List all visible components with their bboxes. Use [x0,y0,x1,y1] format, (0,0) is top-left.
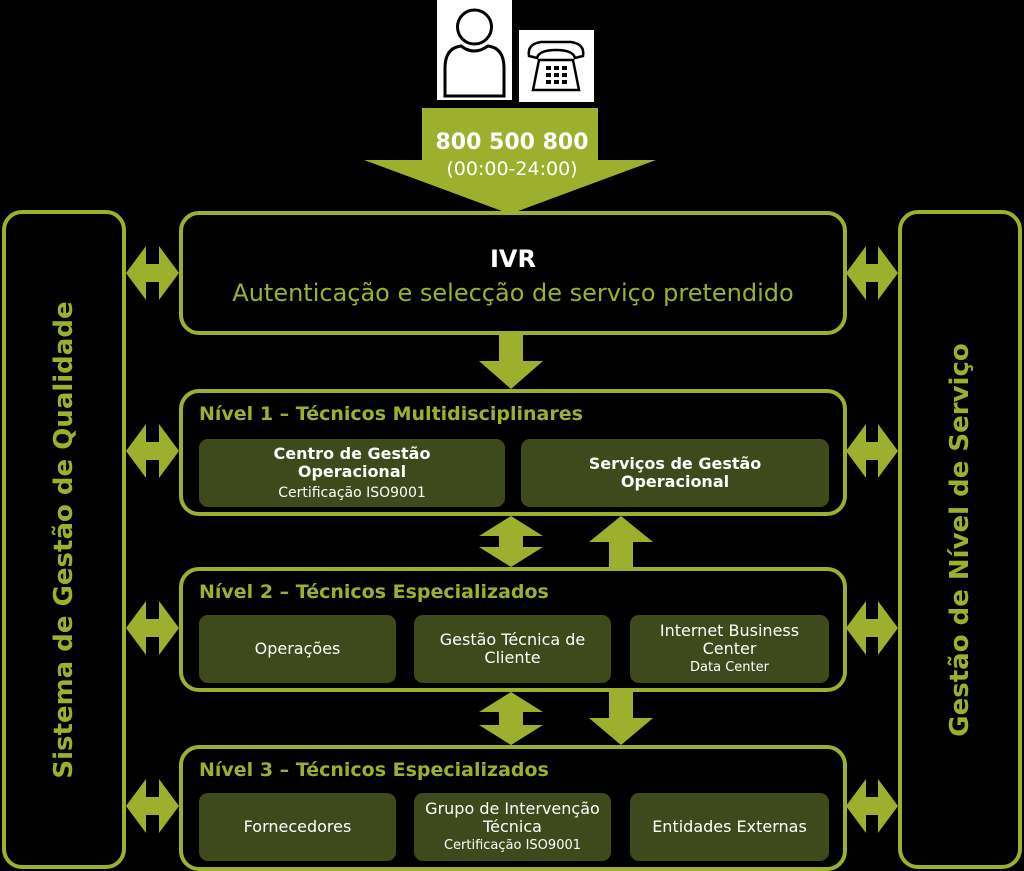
card-gestao-tecnica-cliente: Gestão Técnica de Cliente [414,615,611,683]
card-line: Gestão Técnica de [439,629,586,649]
arrow-double-left-level1 [126,424,179,478]
card-grupo-intervencao-tecnica: Grupo de Intervenção Técnica Certificaçã… [414,793,611,861]
arrow-double-left-level3 [126,779,179,833]
arrow-double-right-level3 [846,779,898,833]
card-line: Internet Business [659,620,800,640]
card-line: Técnica [483,817,542,837]
arrow-up-level2-to-level1 [589,516,653,567]
entry-arrow [364,108,656,214]
card-operacoes: Operações [199,615,396,683]
card-line: Operacional [620,472,730,491]
arrow-double-level1-level2 [479,516,543,567]
level-2-box: Nível 2 – Técnicos Especializados Operaç… [179,567,847,692]
level-3-title: Nível 3 – Técnicos Especializados [199,759,549,781]
ivr-box: IVR Autenticação e selecção de serviço p… [179,211,847,335]
level-3-box: Nível 3 – Técnicos Especializados Fornec… [179,745,847,871]
arrow-double-left-level2 [126,601,179,655]
card-note: Certificação ISO9001 [278,485,426,502]
card-line: Entidades Externas [652,816,807,836]
arrow-double-right-ivr [846,246,898,300]
card-line: Cliente [484,648,541,667]
phone-number: 800 500 800 [435,130,589,155]
card-line: Grupo de Intervenção [425,798,600,818]
quality-management-label: Sistema de Gestão de Qualidade [49,300,79,779]
arrow-down-ivr-to-level1 [479,335,543,389]
arrow-down-level2-to-level3 [589,692,653,745]
card-internet-business-center: Internet Business Center Data Center [630,615,829,683]
arrow-double-left-ivr [126,246,179,300]
card-note: Data Center [690,660,769,676]
level-1-box: Nível 1 – Técnicos Multidisciplinares Ce… [179,389,847,516]
service-level-label: Gestão de Nível de Serviço [945,342,975,737]
card-line: Operações [254,638,341,658]
quality-management-panel: Sistema de Gestão de Qualidade [2,210,126,869]
arrow-double-level2-level3 [479,692,543,745]
card-line: Center [702,639,757,659]
card-note: Certificação ISO9001 [443,838,582,854]
level-1-title: Nível 1 – Técnicos Multidisciplinares [199,403,583,425]
card-servicos-gestao-operacional: Serviços de Gestão Operacional [521,439,829,507]
card-line: Operacional [297,461,407,481]
card-line: Centro de Gestão [273,443,431,463]
arrow-double-right-level1 [846,424,898,478]
card-line: Serviços de Gestão [588,453,762,473]
person-icon [437,0,512,100]
telephone-icon [519,30,594,102]
card-fornecedores: Fornecedores [199,793,396,861]
card-entidades-externas: Entidades Externas [630,793,829,861]
card-centro-gestao-operacional: Centro de Gestão Operacional Certificaçã… [199,439,505,507]
card-line: Fornecedores [243,816,352,836]
level-2-title: Nível 2 – Técnicos Especializados [199,581,549,603]
hours-label: (00:00-24:00) [446,158,578,180]
ivr-title: IVR [490,245,536,273]
arrow-double-right-level2 [846,601,898,655]
service-level-panel: Gestão de Nível de Serviço [898,210,1022,869]
ivr-subtitle: Autenticação e selecção de serviço prete… [232,279,794,307]
